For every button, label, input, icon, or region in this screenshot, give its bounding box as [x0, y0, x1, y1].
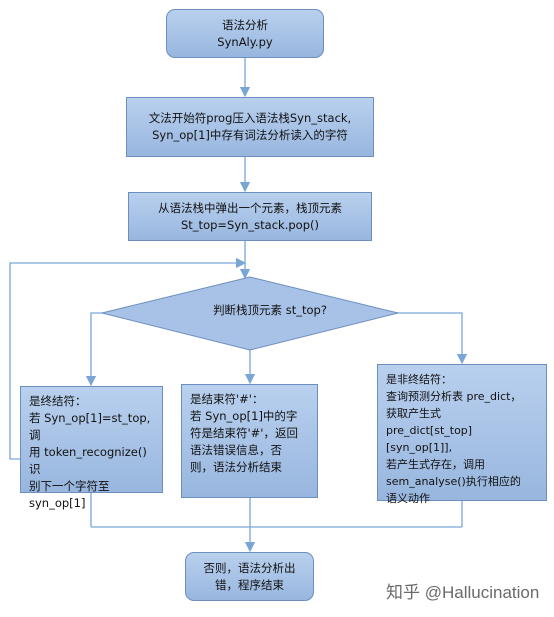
- nonterminal-line: 获取产生式: [386, 407, 441, 420]
- end-symbol-line: 符是结束符'#'，返回: [190, 426, 298, 440]
- terminal-line: syn_op[1]: [29, 496, 86, 510]
- watermark: 知乎 @Hallucination: [386, 583, 540, 602]
- end-node: 否则，语法分析出 错，程序结束: [185, 552, 314, 601]
- arrow-decision-to-terminal: [85, 312, 103, 387]
- end-symbol-line: 则，语法分析结束: [190, 460, 282, 474]
- arrow-decision-to-nonterminal: [395, 312, 468, 365]
- nonterminal-line: pre_dict[st_top][syn_op[1]],: [386, 424, 473, 454]
- start-title: 语法分析: [222, 17, 268, 32]
- arrow-loop-back: [9, 257, 247, 460]
- end-line1: 否则，语法分析出: [203, 560, 296, 575]
- terminal-line: 别下一个字符至: [29, 479, 110, 493]
- end-symbol-line: 若 Syn_op[1]中的字: [190, 409, 298, 423]
- nonterminal-line: 查询预测分析表 pre_dict，: [386, 390, 522, 403]
- terminal-line: 是终结符：: [29, 394, 87, 408]
- start-node: 语法分析 SynAly.py: [166, 9, 324, 58]
- end-symbol-line: 是结束符'#'：: [190, 392, 264, 406]
- step2-line2: St_top=Syn_stack.pop(): [181, 217, 319, 232]
- branch-nonterminal: 是非终结符： 查询预测分析表 pre_dict， 获取产生式 pre_dict[…: [377, 364, 547, 505]
- decision-label: 判断栈顶元素 st_top?: [213, 303, 327, 317]
- branch-end-symbol: 是结束符'#'： 若 Syn_op[1]中的字 符是结束符'#'，返回 语法错误…: [181, 384, 318, 498]
- start-filename: SynAly.py: [217, 34, 273, 49]
- branch-terminal: 是终结符： 若 Syn_op[1]=st_top,调 用 token_recog…: [20, 386, 163, 510]
- step-push-start-symbol: 文法开始符prog压入语法栈Syn_stack, Syn_op[1]中存有词法分…: [126, 97, 374, 157]
- step-pop-stack: 从语法栈中弹出一个元素，栈顶元素 St_top=Syn_stack.pop(): [128, 192, 372, 241]
- step1-line2: Syn_op[1]中存有词法分析读入的字符: [152, 128, 348, 142]
- decision-diamond: [101, 276, 399, 351]
- nonterminal-line: 语义动作: [386, 492, 430, 505]
- terminal-line: 用 token_recognize()识: [29, 445, 147, 476]
- terminal-line: 若 Syn_op[1]=st_top,调: [29, 411, 151, 442]
- nonterminal-line: sem_analyse()执行相应的: [386, 475, 521, 488]
- step1-line1: 文法开始符prog压入语法栈Syn_stack,: [148, 111, 352, 125]
- nonterminal-line: 若产生式存在，调用: [386, 458, 485, 471]
- step2-line1: 从语法栈中弹出一个元素，栈顶元素: [158, 200, 342, 215]
- end-line2: 错，程序结束: [215, 577, 284, 592]
- end-symbol-line: 语法错误信息，否: [190, 443, 282, 457]
- nonterminal-line: 是非终结符：: [386, 373, 452, 386]
